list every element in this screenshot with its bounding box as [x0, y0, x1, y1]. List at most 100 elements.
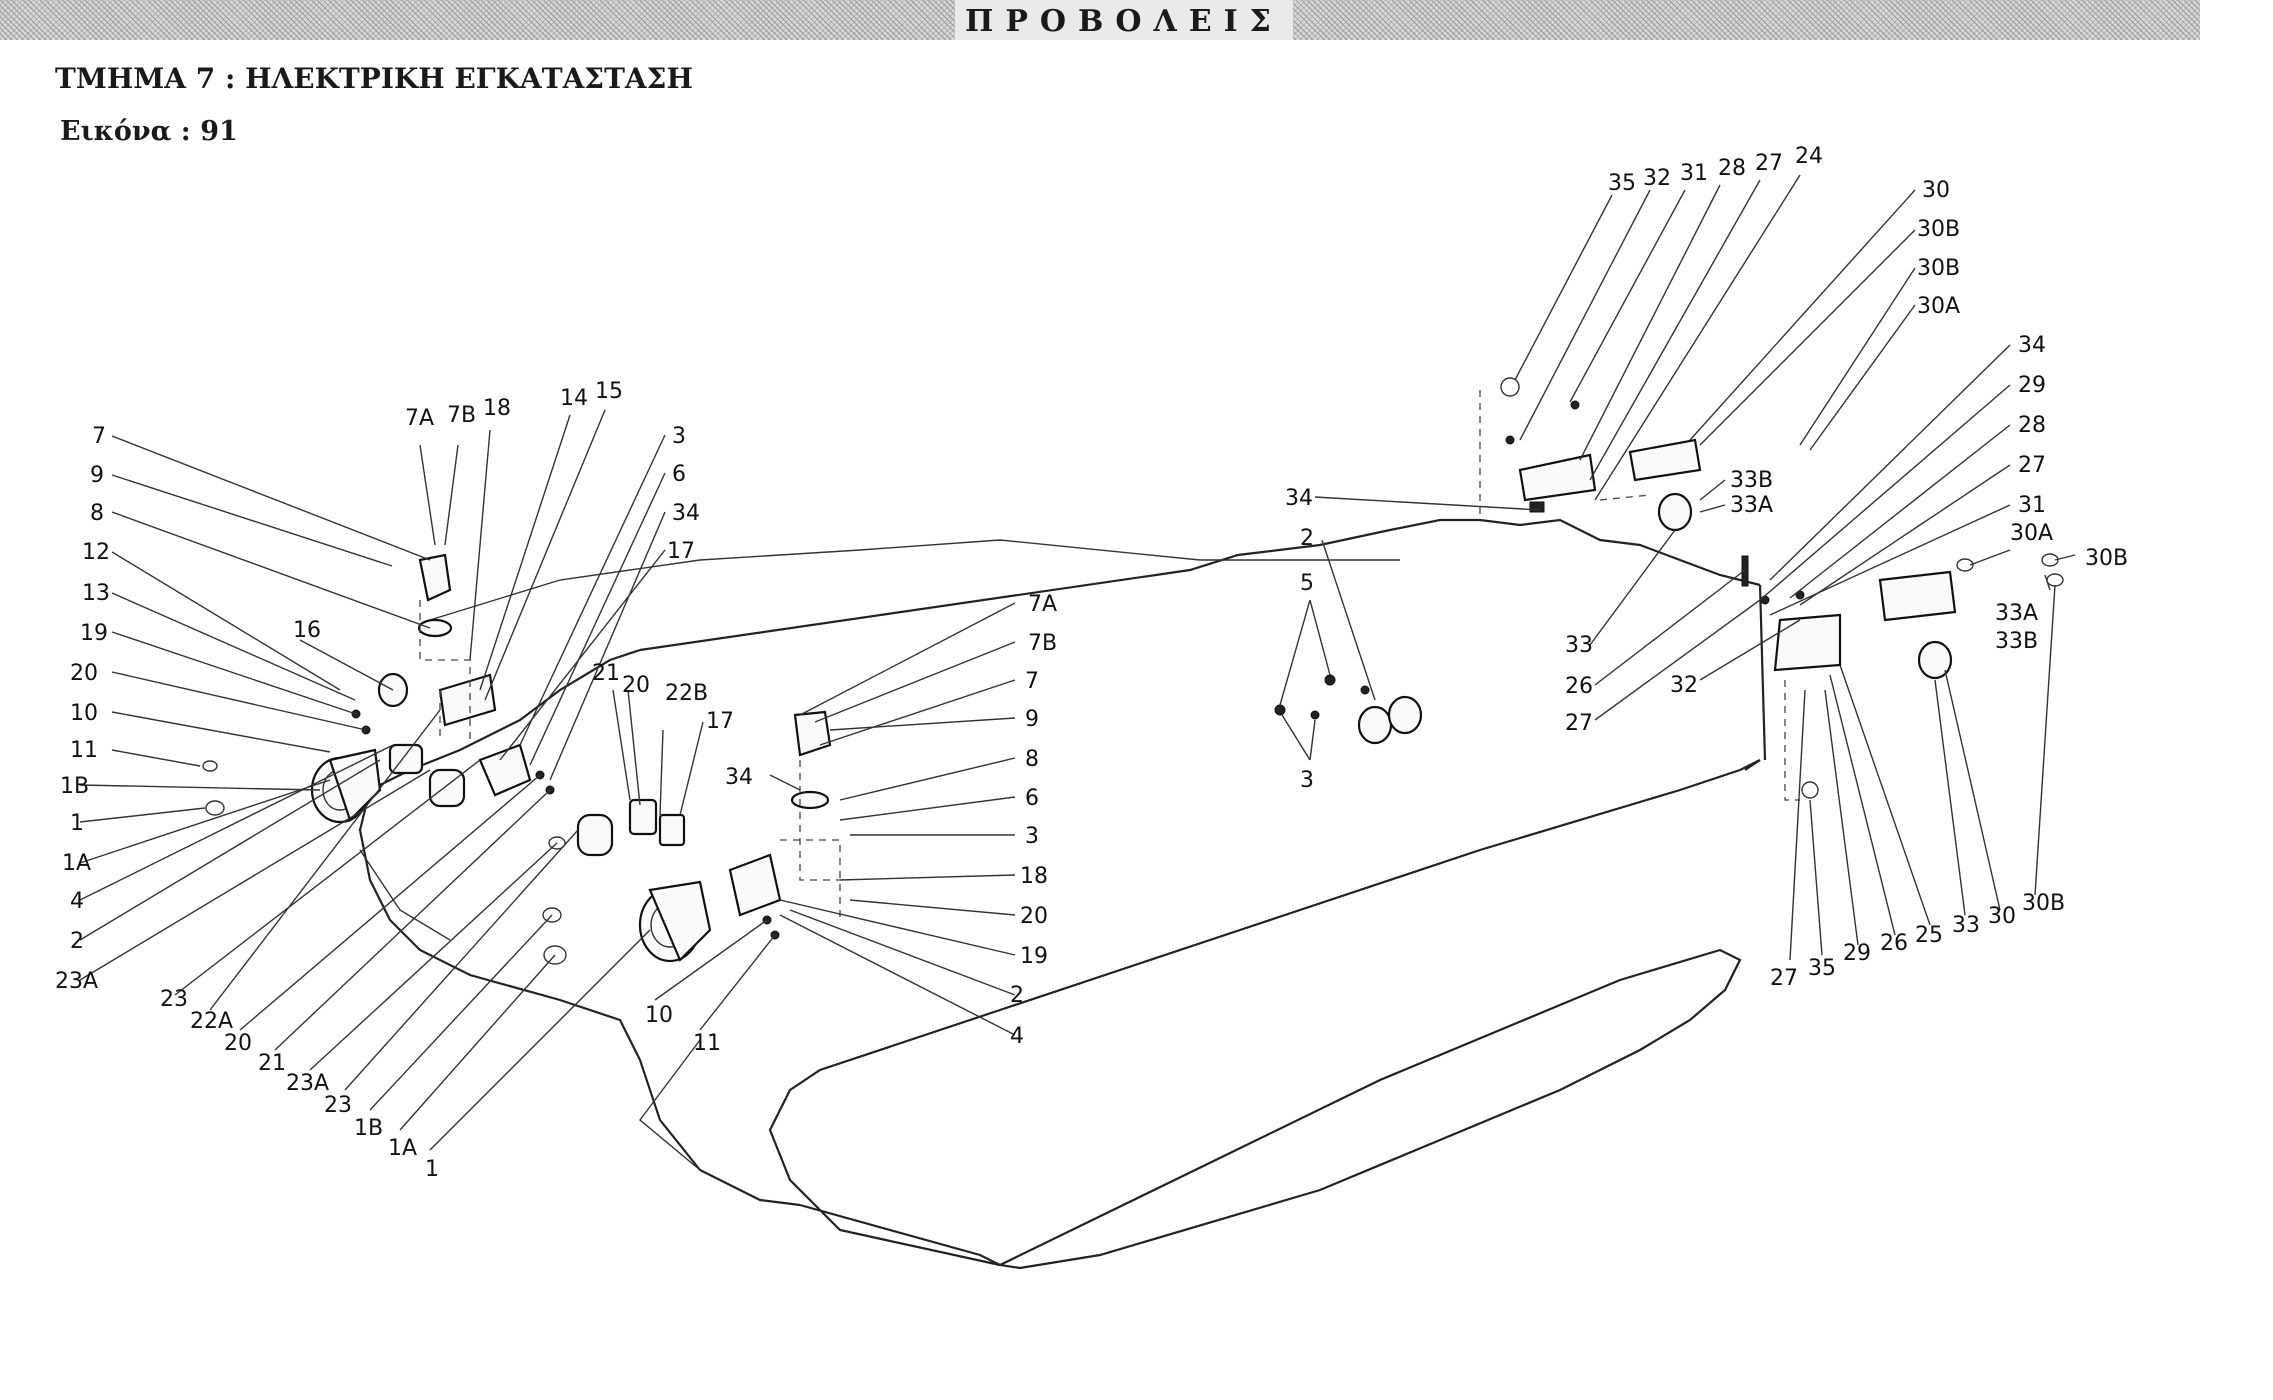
callout-label: 33: [1952, 913, 1980, 938]
callout-label: 20: [622, 673, 650, 698]
callout-label: 1B: [354, 1116, 383, 1141]
callout-label: 2: [1010, 983, 1024, 1008]
callout-label: 34: [2018, 333, 2046, 358]
callout-label: 28: [1718, 156, 1746, 181]
callout-label: 31: [2018, 493, 2046, 518]
callout-label: 25: [1915, 923, 1943, 948]
callout-label: 30B: [2022, 891, 2065, 916]
callout-label: 29: [2018, 373, 2046, 398]
vehicle-body-outline: [358, 518, 1767, 1270]
callout-label: 30B: [2085, 546, 2128, 571]
callout-label: 13: [82, 581, 110, 606]
figure-label: Εικόνα :: [60, 116, 191, 147]
callout-label: 4: [70, 889, 84, 914]
callout-label: 18: [483, 396, 511, 421]
callout-label: 1B: [60, 774, 89, 799]
callout-label: 22B: [665, 681, 708, 706]
callouts: 7 9 8 12 13 19 20 10 11 1B 1 1A 4 2 23A …: [55, 144, 2128, 1182]
center-lamp-assembly: [1274, 674, 1423, 745]
callout-label: 33A: [1995, 601, 2038, 626]
section-heading: ΤΜΗΜΑ 7 : ΗΛΕΚΤΡΙΚΗ ΕΓΚΑΤΑΣΤΑΣΗ: [55, 62, 693, 95]
callout-label: 7B: [1028, 631, 1057, 656]
page-title: ΠΡΟΒΟΛΕΙΣ: [955, 0, 1293, 40]
callout-label: 14: [560, 386, 588, 411]
callout-label: 31: [1680, 161, 1708, 186]
callout-label: 35: [1608, 171, 1636, 196]
callout-label: 1: [425, 1157, 439, 1182]
callout-label: 29: [1843, 941, 1871, 966]
callout-label: 6: [672, 462, 686, 487]
callout-label: 7A: [1028, 592, 1057, 617]
callout-label: 3: [1300, 768, 1314, 793]
callout-label: 23A: [286, 1071, 329, 1096]
callout-label: 34: [1285, 486, 1313, 511]
callout-label: 30A: [2010, 521, 2053, 546]
callout-label: 7: [92, 424, 106, 449]
callout-label: 27: [1755, 151, 1783, 176]
callout-label: 33A: [1730, 493, 1773, 518]
callout-label: 20: [224, 1031, 252, 1056]
callout-label: 15: [595, 379, 623, 404]
callout-label: 27: [1770, 966, 1798, 991]
callout-label: 27: [2018, 453, 2046, 478]
callout-label: 18: [1020, 864, 1048, 889]
front-left-headlamp-assembly: [202, 553, 555, 824]
callout-label: 26: [1565, 674, 1593, 699]
callout-label: 21: [258, 1051, 286, 1076]
callout-label: 4: [1010, 1024, 1024, 1049]
callout-label: 8: [1025, 747, 1039, 772]
callout-label: 17: [667, 539, 695, 564]
callout-label: 12: [82, 540, 110, 565]
callout-label: 35: [1808, 956, 1836, 981]
callout-label: 10: [645, 1003, 673, 1028]
callout-label: 34: [725, 765, 753, 790]
callout-label: 10: [70, 701, 98, 726]
callout-label: 28: [2018, 413, 2046, 438]
figure-reference: Εικόνα : 91: [60, 116, 238, 147]
title-band: ΠΡΟΒΟΛΕΙΣ: [0, 0, 2200, 40]
callout-label: 5: [1300, 571, 1314, 596]
callout-label: 6: [1025, 786, 1039, 811]
callout-label: 23: [160, 987, 188, 1012]
callout-label: 32: [1643, 166, 1671, 191]
callout-label: 3: [1025, 824, 1039, 849]
callout-label: 7B: [447, 403, 476, 428]
callout-label: 33B: [1995, 629, 2038, 654]
callout-label: 19: [1020, 944, 1048, 969]
callout-label: 30A: [1917, 294, 1960, 319]
callout-label: 33B: [1730, 468, 1773, 493]
callout-label: 33: [1565, 633, 1593, 658]
callout-label: 34: [672, 501, 700, 526]
callout-label: 7: [1025, 669, 1039, 694]
callout-label: 11: [70, 738, 98, 763]
callout-label: 30: [1922, 178, 1950, 203]
callout-label: 30B: [1917, 256, 1960, 281]
callout-label: 26: [1880, 931, 1908, 956]
rear-lower-lamp-assembly: [1741, 553, 2064, 801]
callout-label: 2: [70, 929, 84, 954]
callout-label: 17: [706, 709, 734, 734]
callout-label: 9: [90, 463, 104, 488]
callout-label: 1A: [62, 851, 91, 876]
figure-number: 91: [200, 116, 238, 147]
callout-label: 20: [1020, 904, 1048, 929]
callout-label: 27: [1565, 711, 1593, 736]
rear-upper-lamp-assembly: [1479, 377, 1702, 532]
callout-label: 1A: [388, 1136, 417, 1161]
callout-label: 7A: [405, 406, 434, 431]
callout-label: 3: [672, 424, 686, 449]
callout-label: 20: [70, 661, 98, 686]
callout-label: 30B: [1917, 217, 1960, 242]
leader-lines: [79, 174, 2076, 1151]
callout-label: 11: [693, 1031, 721, 1056]
callout-label: 23: [324, 1093, 352, 1118]
callout-label: 32: [1670, 673, 1698, 698]
callout-label: 24: [1795, 144, 1823, 169]
callout-label: 30: [1988, 904, 2016, 929]
callout-label: 22A: [190, 1009, 233, 1034]
callout-label: 23A: [55, 969, 98, 994]
callout-label: 21: [592, 661, 620, 686]
callout-label: 2: [1300, 526, 1314, 551]
callout-label: 8: [90, 501, 104, 526]
